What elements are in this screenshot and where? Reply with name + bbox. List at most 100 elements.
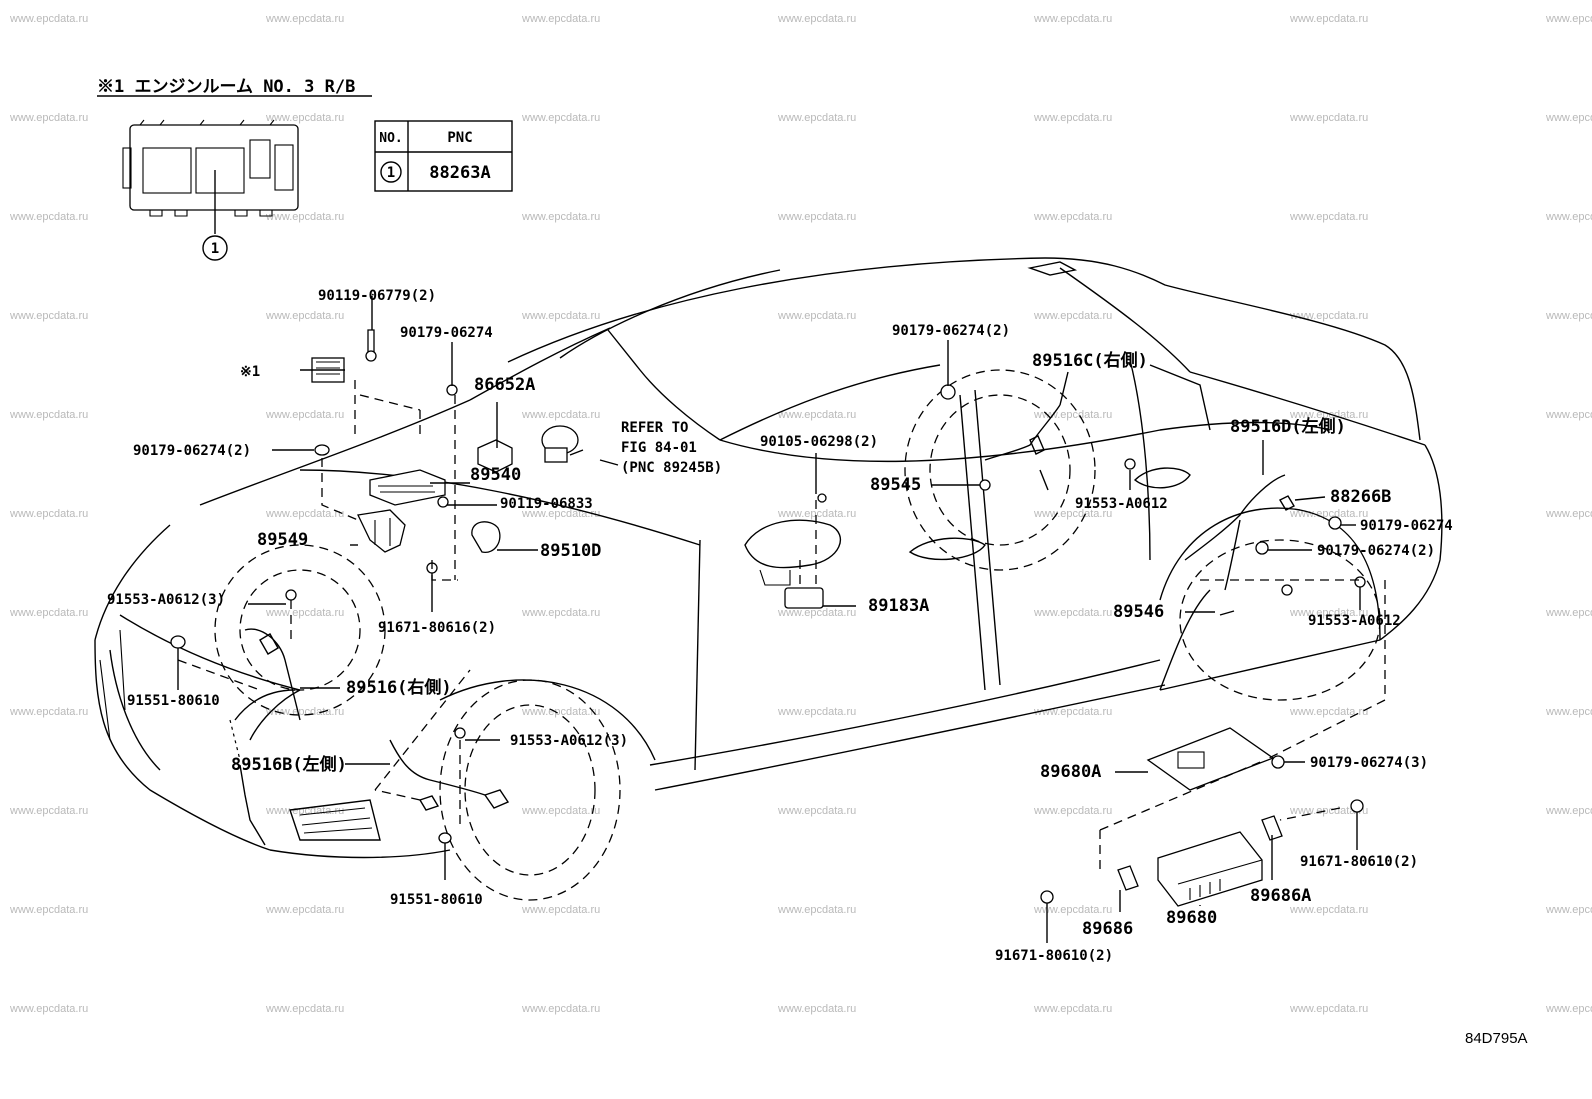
watermark-text: www.epcdata.ru [1545, 706, 1592, 718]
label-91551-80610-b: 91551-80610 [390, 892, 483, 908]
watermark-text: www.epcdata.ru [1289, 13, 1368, 25]
label-89686a: 89686A [1250, 886, 1311, 906]
watermark-text: www.epcdata.ru [521, 805, 600, 817]
label-91553-a0612-d: 91553-A0612 [1308, 613, 1401, 629]
watermark-text: www.epcdata.ru [1545, 112, 1592, 124]
watermark-text: www.epcdata.ru [1033, 706, 1112, 718]
wheel-rear-left [1179, 539, 1381, 701]
watermark-text: www.epcdata.ru [1545, 211, 1592, 223]
watermark-text: www.epcdata.ru [777, 508, 856, 520]
watermark-text: www.epcdata.ru [265, 706, 344, 718]
watermark-text: www.epcdata.ru [521, 409, 600, 421]
watermark-text: www.epcdata.ru [777, 904, 856, 916]
watermark-text: www.epcdata.ru [1545, 508, 1592, 520]
watermark-text: www.epcdata.ru [1289, 904, 1368, 916]
watermark-text: www.epcdata.ru [265, 13, 344, 25]
watermark-text: www.epcdata.ru [265, 508, 344, 520]
watermark-text: www.epcdata.ru [1033, 1003, 1112, 1015]
label-90179-06274-e: 90179-06274(2) [1317, 543, 1435, 559]
watermark-text: www.epcdata.ru [521, 112, 600, 124]
label-89540: 89540 [470, 465, 521, 485]
label-ref-1: ※1 [240, 364, 260, 380]
wheel-front-left [439, 679, 621, 901]
label-89516c: 89516C(右側) [1032, 350, 1148, 371]
watermark-text: www.epcdata.ru [777, 310, 856, 322]
label-89680a: 89680A [1040, 762, 1101, 782]
label-90179-06274-b: 90179-06274(2) [133, 443, 251, 459]
label-89516: 89516(右側) [346, 677, 452, 698]
watermark-text: www.epcdata.ru [265, 607, 344, 619]
watermark-text: www.epcdata.ru [1289, 310, 1368, 322]
watermark-text: www.epcdata.ru [9, 805, 88, 817]
label-89510d: 89510D [540, 541, 601, 561]
watermark-text: www.epcdata.ru [1033, 310, 1112, 322]
watermark-text: www.epcdata.ru [1289, 409, 1368, 421]
label-90179-06274-d: 90179-06274 [1360, 518, 1453, 534]
label-91671-80616: 91671-80616(2) [378, 620, 496, 636]
label-89546: 89546 [1113, 602, 1164, 622]
figure-code: 84D795A [1465, 1030, 1528, 1047]
watermark-text: www.epcdata.ru [777, 607, 856, 619]
watermark-text: www.epcdata.ru [265, 112, 344, 124]
watermark-text: www.epcdata.ru [1545, 607, 1592, 619]
watermark-text: www.epcdata.ru [1289, 112, 1368, 124]
label-91671-80610-a: 91671-80610(2) [1300, 854, 1418, 870]
watermark-text: www.epcdata.ru [9, 607, 88, 619]
label-89516b: 89516B(左側) [231, 754, 347, 775]
watermark-text: www.epcdata.ru [9, 310, 88, 322]
watermark-text: www.epcdata.ru [777, 211, 856, 223]
watermark-text: www.epcdata.ru [265, 805, 344, 817]
part-labels: 90119-06779(2) 90179-06274 ※1 86652A 901… [107, 288, 1453, 964]
watermark-text: www.epcdata.ru [777, 112, 856, 124]
watermark-text: www.epcdata.ru [1545, 310, 1592, 322]
wheel-front-right [214, 544, 386, 716]
watermark-text: www.epcdata.ru [777, 706, 856, 718]
label-89516d: 89516D(左側) [1230, 416, 1346, 437]
watermark-text: www.epcdata.ru [1545, 409, 1592, 421]
watermark-text: www.epcdata.ru [1033, 13, 1112, 25]
label-89549: 89549 [257, 530, 308, 550]
watermark-text: www.epcdata.ru [1545, 13, 1592, 25]
label-90119-06779: 90119-06779(2) [318, 288, 436, 304]
label-89183a: 89183A [868, 596, 929, 616]
watermark-text: www.epcdata.ru [521, 310, 600, 322]
watermark-text: www.epcdata.ru [1033, 211, 1112, 223]
watermark-text: www.epcdata.ru [1289, 508, 1368, 520]
label-89545: 89545 [870, 475, 921, 495]
table-header-pnc: PNC [447, 130, 472, 146]
label-90179-06274-a: 90179-06274 [400, 325, 493, 341]
watermark-text: www.epcdata.ru [1033, 409, 1112, 421]
relay-block-inset: ※1 エンジンルーム NO. 3 R/B 1 [97, 77, 372, 261]
watermark-text: www.epcdata.ru [1545, 1003, 1592, 1015]
label-91551-80610-a: 91551-80610 [127, 693, 220, 709]
watermark-text: www.epcdata.ru [777, 409, 856, 421]
watermark-text: www.epcdata.ru [9, 904, 88, 916]
watermark-text: www.epcdata.ru [1033, 607, 1112, 619]
watermark-text: www.epcdata.ru [9, 1003, 88, 1015]
watermark-text: www.epcdata.ru [9, 211, 88, 223]
watermark-text: www.epcdata.ru [521, 607, 600, 619]
watermark-text: www.epcdata.ru [265, 409, 344, 421]
label-refer-fig: FIG 84-01 [621, 440, 697, 456]
watermark-text: www.epcdata.ru [1033, 904, 1112, 916]
label-90179-06274-f: 90179-06274(3) [1310, 755, 1428, 771]
label-86652a: 86652A [474, 375, 535, 395]
watermark-text: www.epcdata.ru [9, 706, 88, 718]
label-88266b: 88266B [1330, 487, 1391, 507]
watermark-text: www.epcdata.ru [521, 706, 600, 718]
label-89686: 89686 [1082, 919, 1133, 939]
watermark-text: www.epcdata.ru [265, 1003, 344, 1015]
table-cell-pnc: 88263A [429, 163, 490, 183]
watermark-text: www.epcdata.ru [265, 904, 344, 916]
watermark-text: www.epcdata.ru [521, 211, 600, 223]
watermark-text: www.epcdata.ru [9, 13, 88, 25]
watermark-text: www.epcdata.ru [521, 1003, 600, 1015]
watermark-text: www.epcdata.ru [1289, 706, 1368, 718]
watermark-text: www.epcdata.ru [1289, 1003, 1368, 1015]
watermark-text: www.epcdata.ru [521, 13, 600, 25]
watermark-text: www.epcdata.ru [777, 1003, 856, 1015]
table-cell-no: 1 [387, 165, 395, 181]
inset-title: ※1 エンジンルーム NO. 3 R/B [97, 77, 355, 97]
